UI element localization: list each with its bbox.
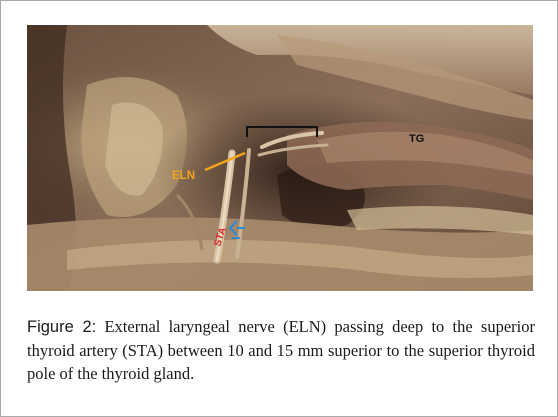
small-vessel-left [175, 193, 204, 251]
eln-label: ELN [172, 170, 195, 182]
eln-pointer-line [204, 151, 246, 172]
lower-right-fascia [347, 206, 533, 235]
figure-caption: Figure 2: External laryngeal nerve (ELN)… [27, 315, 535, 385]
artery-highlight [215, 151, 234, 262]
caption-text: External laryngeal nerve (ELN) passing d… [27, 317, 535, 383]
vessel-branch-2 [257, 143, 329, 157]
lower-muscle-highlight [67, 240, 533, 279]
distance-bracket [246, 126, 318, 137]
thyroid-gland-surface [317, 131, 533, 175]
caption-label: Figure 2: [27, 318, 97, 336]
eln-blue-marker [228, 220, 245, 236]
tg-label: TG [409, 133, 424, 145]
dissection-image: ELN TG STA [27, 25, 533, 291]
external-laryngeal-nerve [235, 148, 251, 259]
dissection-photo: ELN TG STA [27, 25, 533, 291]
